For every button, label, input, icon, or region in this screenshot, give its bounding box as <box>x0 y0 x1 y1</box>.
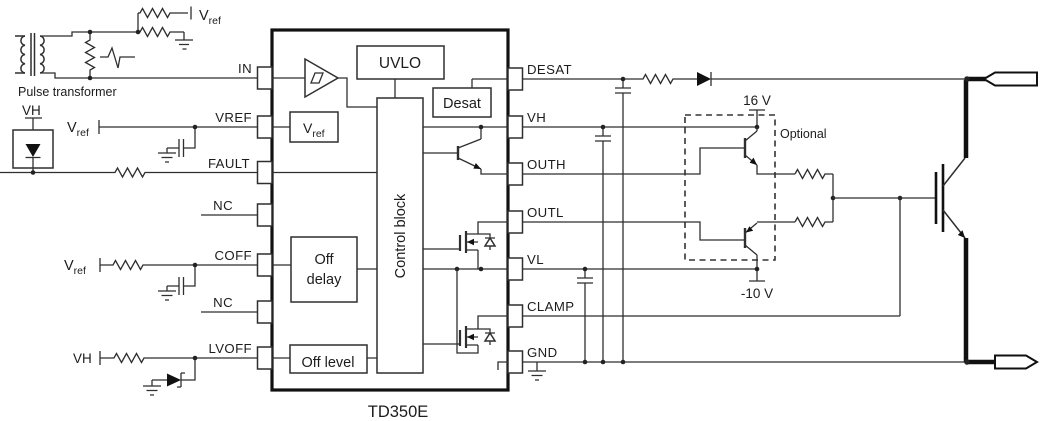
pin-coff-label: COFF <box>215 248 253 263</box>
input-resistor <box>84 32 96 78</box>
ic-pin-boxes-right <box>507 67 524 374</box>
vh-net <box>522 109 765 363</box>
vl-net <box>522 266 765 363</box>
ground-icon <box>528 362 546 381</box>
coff-resistor <box>99 258 258 272</box>
pulse-waveform-icon <box>100 46 135 69</box>
ic-pin-boxes-left <box>256 66 273 370</box>
pin-clamp-label: CLAMP <box>527 299 574 314</box>
control-block <box>376 97 424 374</box>
coff-net <box>99 258 258 301</box>
desat-label: Desat <box>443 96 481 112</box>
igbt <box>833 80 969 362</box>
vref-source-label: Vref <box>199 8 221 27</box>
off-delay-label-2: delay <box>307 272 342 288</box>
desat-cap <box>615 79 631 363</box>
emitter-terminal <box>964 354 1039 370</box>
desat-resistor <box>522 73 697 85</box>
vh-cap <box>595 127 611 363</box>
vh-lvoff-label: VH <box>73 351 92 366</box>
ground-icon <box>158 152 176 163</box>
pnp-booster <box>744 221 795 269</box>
vref-net <box>98 120 258 163</box>
ground-icon <box>175 39 193 50</box>
vref-block-label: Vref <box>303 120 325 140</box>
pulse-transformer <box>15 33 45 76</box>
vref-source-label: Vref <box>67 120 89 139</box>
off-level-block <box>289 344 368 374</box>
desat-block <box>432 87 492 118</box>
supply-16v-label: 16 V <box>743 93 771 108</box>
control-block-label: Control block <box>393 193 409 278</box>
gate-off-resistor <box>794 216 833 228</box>
vl-cap <box>577 269 593 363</box>
pin-vref-label: VREF <box>215 110 252 125</box>
outl-mosfet <box>423 221 508 269</box>
supply-neg10v-label: -10 V <box>741 286 773 301</box>
clamp-mosfet <box>423 269 508 354</box>
in-divider-network <box>40 6 258 81</box>
lvoff-net <box>99 351 258 396</box>
pin-gnd-label: GND <box>527 345 558 360</box>
fault-resistor <box>0 166 258 179</box>
uvlo-block <box>356 45 445 80</box>
collector-terminal <box>964 71 1038 87</box>
off-delay-label-1: Off <box>314 252 334 268</box>
coff-cap <box>166 265 196 295</box>
supply-16v-tap <box>749 109 765 127</box>
off-level-label: Off level <box>302 355 355 371</box>
zener-diode <box>177 358 196 388</box>
fault-led-diode <box>12 117 54 173</box>
outh-transistor <box>423 127 508 175</box>
ground-icon <box>143 385 161 396</box>
pin-outh-label: OUTH <box>527 157 566 172</box>
gate-on-resistor <box>794 168 833 180</box>
pin-fault-label: FAULT <box>208 156 250 171</box>
pin-outl-label: OUTL <box>527 205 564 220</box>
uvlo-label: UVLO <box>379 55 421 72</box>
ground-icon <box>158 290 176 301</box>
booster-optional-box <box>684 114 776 261</box>
pullup-resistor-to-vref <box>137 6 192 32</box>
right-pin-labels: DESAT VH OUTH OUTL VL CLAMP GND <box>527 62 574 360</box>
lvoff-resistor <box>99 351 258 365</box>
clamp-net <box>522 195 903 317</box>
booster-stage <box>522 127 836 269</box>
pin-nc2-label: NC <box>213 295 233 310</box>
hysteresis-icon <box>310 72 324 84</box>
desat-net <box>522 72 967 363</box>
pin-in-label: IN <box>238 61 252 76</box>
left-pin-labels: IN VREF FAULT NC COFF NC LVOFF <box>208 61 252 356</box>
fault-net <box>0 166 258 179</box>
vh-top-label: VH <box>22 103 41 118</box>
pin-vl-label: VL <box>527 252 544 267</box>
npn-booster <box>744 127 795 175</box>
pin-nc1-label: NC <box>213 198 233 213</box>
pulldown-resistor <box>138 26 185 40</box>
blocking-diode <box>697 72 711 86</box>
pin-vh-label: VH <box>527 110 546 125</box>
vref-filter-cap <box>166 127 196 157</box>
pin-desat-label: DESAT <box>527 62 572 77</box>
outl-wire <box>522 221 745 241</box>
ic-name-label: TD350E <box>368 403 429 421</box>
ic-internal <box>272 45 508 374</box>
vref-source-label: Vref <box>64 258 86 277</box>
optional-label: Optional <box>780 127 827 141</box>
outh-wire <box>522 147 745 175</box>
off-delay-block <box>290 236 358 303</box>
pulse-transformer-label: Pulse transformer <box>18 85 117 99</box>
gnd-net <box>522 359 967 381</box>
pin-lvoff-label: LVOFF <box>208 341 252 356</box>
